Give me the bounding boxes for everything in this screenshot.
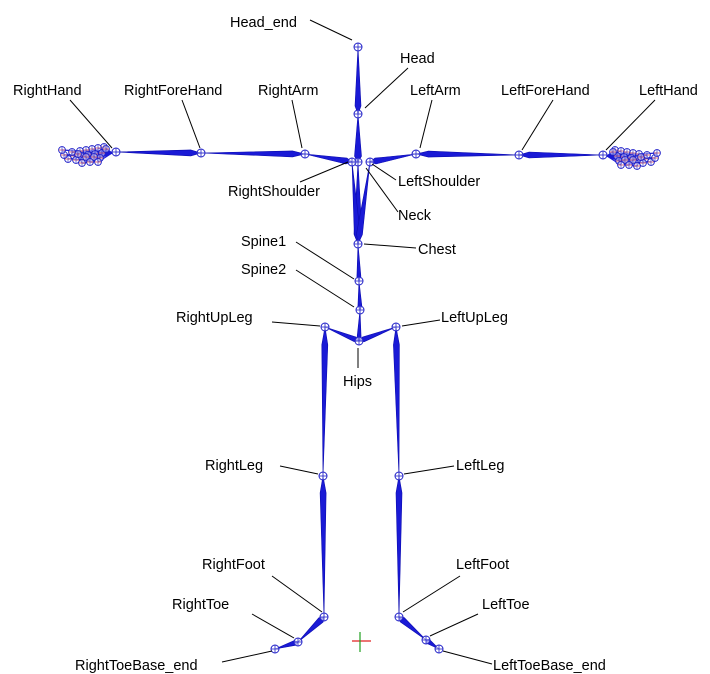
joint-spine2 (355, 305, 365, 315)
leader-right-hand (69, 99, 113, 149)
label-left-forehand: LeftForeHand (501, 83, 590, 99)
bone-left-forearm (517, 151, 604, 159)
joint-head-end (353, 42, 363, 52)
joint-r-foot (319, 612, 329, 622)
bone-right-shin (319, 475, 327, 618)
label-spine2: Spine2 (241, 262, 286, 278)
leader-right-toe (251, 613, 295, 639)
joint-r-leg (318, 471, 328, 481)
joint-head (353, 109, 363, 119)
bone-right-forearm (115, 149, 203, 157)
leader-left-hand (605, 99, 656, 151)
bone-spine1 (356, 243, 362, 282)
label-left-toebase-end: LeftToeBase_end (493, 658, 606, 674)
joints-layer (58, 42, 661, 654)
joint-l-hand (598, 150, 608, 160)
leader-left-leg (403, 465, 455, 475)
joint-l-foot (394, 612, 404, 622)
label-head-end: Head_end (230, 15, 297, 31)
label-right-shoulder: RightShoulder (228, 184, 320, 200)
leader-right-toebase-end (221, 650, 273, 663)
label-left-upleg: LeftUpLeg (441, 310, 508, 326)
bone-right-foot (297, 616, 325, 643)
label-right-toe: RightToe (172, 597, 229, 613)
leader-left-forehand (521, 99, 554, 151)
joint-r-hand (111, 147, 121, 157)
leader-left-arm (419, 99, 433, 149)
bone-right-thigh (321, 326, 329, 477)
right-hand-fingers (58, 143, 113, 167)
bone-hips-to-spine (356, 309, 362, 342)
leader-right-leg (279, 465, 319, 475)
label-left-foot: LeftFoot (456, 557, 509, 573)
label-right-forehand: RightForeHand (124, 83, 222, 99)
joint-l-arm (411, 149, 421, 159)
label-hips: Hips (343, 374, 372, 390)
label-head: Head (400, 51, 435, 67)
leader-neck (365, 167, 399, 213)
leader-left-toebase-end (442, 650, 493, 665)
joint-l-leg (394, 471, 404, 481)
joint-l-fore (514, 150, 524, 160)
leader-left-shoulder (371, 163, 397, 181)
label-right-foot: RightFoot (202, 557, 265, 573)
label-right-arm: RightArm (258, 83, 318, 99)
joint-r-fore (196, 148, 206, 158)
joint-r-shoulder (347, 157, 357, 167)
label-chest: Chest (418, 242, 456, 258)
label-right-leg: RightLeg (205, 458, 263, 474)
leader-right-shoulder (299, 161, 349, 183)
bone-left-shin (395, 475, 403, 618)
bone-neck (354, 113, 362, 163)
label-left-leg: LeftLeg (456, 458, 504, 474)
bone-right-shoulder (304, 153, 353, 165)
label-right-hand: RightHand (13, 83, 82, 99)
joint-r-toe (293, 637, 303, 647)
joint-l-toeend (434, 644, 444, 654)
bone-right-upper-arm (200, 150, 306, 158)
leader-head (364, 67, 409, 109)
label-neck: Neck (398, 208, 432, 224)
label-left-toe: LeftToe (482, 597, 530, 613)
bone-hips-right (324, 326, 360, 342)
label-left-shoulder: LeftShoulder (398, 174, 480, 190)
leader-left-toe (429, 613, 479, 637)
leader-spine2 (295, 269, 355, 308)
label-right-toebase-end: RightToeBase_end (75, 658, 198, 674)
leader-left-upleg (401, 319, 441, 327)
label-spine1: Spine1 (241, 234, 286, 250)
bone-left-shoulder (369, 153, 417, 165)
leader-chest (363, 243, 417, 249)
joint-hips (354, 336, 364, 346)
bone-left-thigh (393, 326, 400, 477)
bone-head (354, 46, 362, 115)
bone-left-foot (398, 616, 427, 641)
left-hand-fingers (606, 146, 661, 170)
label-right-upleg: RightUpLeg (176, 310, 253, 326)
bones-layer (115, 46, 604, 650)
bone-hips-left (358, 326, 397, 343)
leader-right-foot (271, 575, 323, 613)
joint-r-toeend (270, 644, 280, 654)
joint-r-arm (300, 149, 310, 159)
leader-left-foot (402, 575, 461, 613)
leader-right-forehand (181, 99, 201, 149)
label-left-hand: LeftHand (639, 83, 698, 99)
joint-chest (353, 239, 363, 249)
label-left-arm: LeftArm (410, 83, 461, 99)
leader-spine1 (295, 241, 355, 280)
joint-l-toe (421, 635, 431, 645)
bone-left-upper-arm (415, 150, 520, 158)
joint-l-upleg (391, 322, 401, 332)
leader-head-end (309, 19, 353, 41)
leader-right-arm (291, 99, 303, 149)
joint-r-upleg (320, 322, 330, 332)
leader-right-upleg (271, 321, 321, 327)
leader-lines (69, 19, 656, 665)
origin-marker (352, 632, 371, 652)
joint-spine1 (354, 276, 364, 286)
